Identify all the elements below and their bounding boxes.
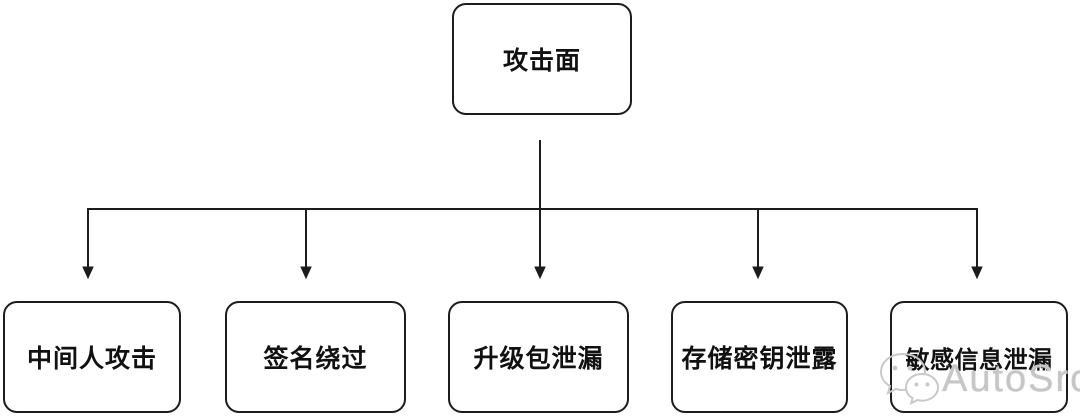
connector-branch-2	[300, 208, 312, 280]
child-node-stored-key-leak: 存储密钥泄露	[671, 301, 848, 413]
arrow-down-icon	[752, 266, 764, 280]
node-label: 攻击面	[502, 47, 581, 75]
root-node-attack-surface: 攻击面	[452, 3, 632, 115]
connector-trunk	[88, 140, 977, 210]
child-node-mitm-attack: 中间人攻击	[3, 301, 181, 413]
child-node-signature-bypass: 签名绕过	[225, 301, 406, 413]
arrow-down-icon	[82, 266, 94, 280]
arrow-down-icon	[971, 266, 983, 280]
arrow-down-icon	[300, 266, 312, 280]
node-label: 敏感信息泄漏	[905, 346, 1053, 374]
arrow-down-icon	[534, 266, 546, 280]
child-node-upgrade-package-leak: 升级包泄漏	[448, 301, 629, 413]
node-label: 升级包泄漏	[473, 345, 604, 373]
node-label: 签名绕过	[263, 345, 368, 373]
connector-branch-4	[752, 208, 764, 280]
connector-branch-5	[971, 208, 983, 280]
child-node-sensitive-info-leak: 敏感信息泄漏	[890, 301, 1068, 413]
connector-branch-3	[534, 208, 546, 280]
node-label: 中间人攻击	[26, 345, 157, 373]
connector-branch-1	[82, 208, 94, 280]
node-label: 存储密钥泄露	[681, 345, 838, 373]
